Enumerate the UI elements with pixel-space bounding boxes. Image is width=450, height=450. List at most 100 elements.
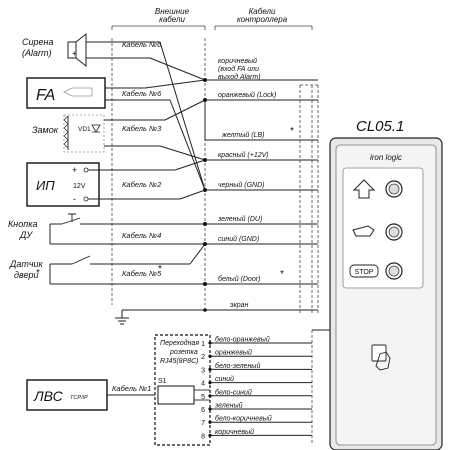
rj45-pin-dot (208, 407, 212, 411)
speaker-icon (67, 32, 87, 68)
cable-sheaths (111, 38, 319, 315)
hand-icon (352, 225, 375, 237)
rj45-pin-label: синий (215, 375, 234, 383)
svg-text:Кабели: Кабели (249, 7, 276, 16)
svg-text:зеленый (DU): зеленый (DU) (217, 215, 262, 223)
svg-text:двери: двери (14, 270, 39, 280)
svg-text:+: + (72, 165, 77, 175)
svg-text:черный (GND): черный (GND) (218, 181, 264, 189)
svg-text:Переходная: Переходная (160, 339, 199, 347)
svg-text:белый (Door): белый (Door) (218, 275, 260, 283)
svg-text:*: * (158, 264, 162, 275)
rj45-pin-label: коричневый (215, 428, 254, 436)
rj45-pin-label: бело-коричневый (215, 415, 272, 423)
header-external-cables: Внешние кабели (111, 7, 206, 30)
cable-5-label: Кабель №5 (122, 269, 162, 278)
rj45-pin-label: бело-синий (215, 388, 252, 396)
controller-wire-lines (204, 79, 318, 285)
svg-text:12V: 12V (73, 183, 86, 190)
rj45-pin-dot (208, 394, 212, 398)
rj45-pin-dot (208, 367, 212, 371)
svg-text:*: * (36, 268, 40, 279)
svg-text:*: * (290, 126, 294, 137)
lan-device: ЛВС TCP/IP (26, 379, 155, 411)
cable-1-label: Кабель №1 (112, 384, 151, 393)
rj45-pin-dot (208, 420, 212, 424)
header-controller-cables: Кабели контроллера (214, 7, 313, 30)
button-icon (68, 213, 76, 222)
lan-bundle (311, 329, 330, 445)
siren: Сирена (Alarm) + (22, 32, 112, 68)
remote-button: Кнопка ДУ (8, 213, 112, 245)
key-stop[interactable]: STOP (349, 262, 403, 280)
svg-text:Датчик: Датчик (9, 259, 44, 269)
svg-text:Кнопка: Кнопка (8, 219, 37, 229)
key-hand[interactable] (352, 223, 403, 241)
rj45-pins: 1 бело-оранжевый 2 оранжевый 3 бело-зеленый 4 с… (201, 336, 312, 440)
rj45-pin-label: бело-оранжевый (215, 336, 270, 344)
svg-text:Замок: Замок (32, 125, 59, 135)
svg-text:синий (GND): синий (GND) (218, 235, 259, 243)
rj45-pin-dot (208, 354, 212, 358)
svg-text:контроллера: контроллера (237, 15, 288, 24)
controller-wire-labels: коричневый (вход FA или выход Alarm) ора… (217, 57, 294, 309)
svg-text:VD1: VD1 (78, 126, 91, 133)
lock: Замок VD1 (32, 114, 112, 153)
svg-text:кабели: кабели (159, 15, 185, 24)
rj45-pin-number: 4 (201, 381, 205, 388)
internal-wiring (112, 41, 207, 286)
rj45-pin-number: 2 (201, 354, 205, 361)
svg-text:*: * (280, 269, 284, 280)
svg-text:Сирена: Сирена (22, 37, 53, 47)
fa-icon (63, 87, 93, 97)
cable-3-label: Кабель №3 (122, 124, 162, 133)
svg-text:ЛВС: ЛВС (33, 388, 64, 404)
rj45-pin-number: 7 (201, 420, 205, 427)
rj45-pin-label: оранжевый (215, 349, 252, 357)
svg-text:RJ45(8P8C): RJ45(8P8C) (160, 358, 199, 365)
svg-text:коричневый: коричневый (218, 57, 257, 65)
fa-device: FA (26, 77, 112, 109)
svg-text:красный (+12V): красный (+12V) (218, 151, 269, 159)
svg-text:FA: FA (36, 87, 55, 104)
rj45-pin-number: 8 (201, 433, 205, 440)
svg-text:розетка: розетка (169, 349, 198, 356)
rj45-pin-number: 6 (201, 407, 205, 414)
svg-text:+: + (72, 49, 77, 58)
svg-text:CL05.1: CL05.1 (356, 118, 404, 135)
cable-4-label: Кабель №4 (122, 231, 161, 240)
svg-text:(Alarm): (Alarm) (22, 48, 52, 58)
brand-logo: iron logic (370, 153, 402, 162)
svg-text:Внешние: Внешние (155, 7, 190, 16)
ground (115, 308, 318, 325)
up-arrow-icon (352, 179, 376, 199)
door-sensor: Датчик двери * (9, 255, 112, 285)
card-reader-icon (371, 344, 391, 371)
rj45-pin-dot (208, 381, 212, 385)
cable-6-label: Кабель №6 (122, 40, 162, 49)
svg-text:S1: S1 (158, 378, 167, 385)
svg-text:выход Alarm): выход Alarm) (218, 73, 261, 81)
rj45-pin-label: зеленый (214, 402, 243, 410)
rj45-pin-dot (208, 433, 212, 437)
svg-text:экран: экран (230, 302, 249, 309)
rj45-pin-label: бело-зеленый (215, 362, 260, 370)
svg-text:-: - (73, 194, 76, 204)
svg-text:оранжевый (Lock): оранжевый (Lock) (218, 91, 276, 99)
svg-text:STOP: STOP (355, 269, 374, 276)
svg-text:ИП: ИП (36, 178, 55, 193)
rj45-pin-number: 3 (201, 367, 205, 374)
rj45-pin-dot (208, 341, 212, 345)
key-up[interactable] (352, 179, 403, 199)
cable-2-label: Кабель №2 (122, 180, 162, 189)
svg-text:(вход FA или: (вход FA или (218, 65, 259, 73)
svg-text:желтый (LB): желтый (LB) (221, 131, 264, 139)
cable-6b-label: Кабель №6 (122, 89, 162, 98)
power-supply: ИП + 12V - (26, 162, 112, 207)
coil-icon (63, 115, 69, 149)
rj45-pin-number: 1 (201, 341, 205, 348)
rj45-socket: Переходная розетка RJ45(8P8C) S1 (154, 334, 211, 446)
rj45-pin-number: 5 (201, 394, 205, 401)
svg-text:TCP/IP: TCP/IP (70, 395, 88, 401)
